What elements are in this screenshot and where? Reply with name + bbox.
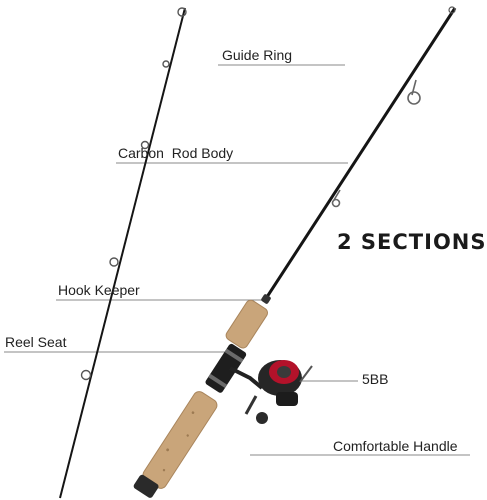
fore-grip [225,299,268,349]
reel-seat-icon [205,343,247,393]
rear-grip [142,391,218,489]
sections-headline: 2 SECTIONS [337,230,487,254]
rod-butt-section [263,7,457,301]
butt-cap [133,474,159,498]
reel-seat-label: Reel Seat [5,334,67,350]
handle-label: Comfortable Handle [333,438,458,454]
bearings-label: 5BB [362,371,389,387]
product-diagram: Guide Ring Carbon Rod Body 2 SECTIONS Ho… [4,6,486,499]
tip-guide-ring-icon [80,7,187,381]
hook-keeper-icon [261,294,271,304]
spinning-reel-icon [229,360,313,424]
rod-tip-section [59,7,186,499]
hook-keeper-label: Hook Keeper [58,282,140,298]
fishing-rod-illustration [4,6,470,499]
guide-ring-icon [331,79,421,208]
butt-top-ring-icon [448,6,456,14]
rod-body-label: Carbon Rod Body [118,145,234,161]
guide-ring-label: Guide Ring [222,47,293,63]
